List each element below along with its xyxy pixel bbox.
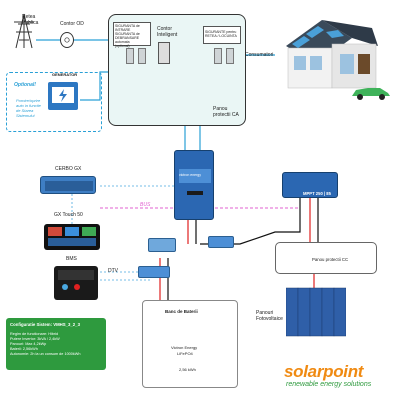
- config-line5: Autonomie: 2h la un consum de 1000kWh: [10, 352, 81, 356]
- inverter-device-icon: victron energy: [174, 150, 214, 220]
- generator-title: GENERATOR: [52, 72, 78, 77]
- dc-panel: Panou protectii CC: [275, 242, 377, 274]
- config-panel: Configuratie Sistem: VMHS_3_2_3 Regim de…: [6, 318, 106, 370]
- config-line3: Panouri: Max 4,2kWp: [10, 342, 47, 346]
- ac-panel-title-line2: protectii CA: [213, 112, 239, 118]
- dc-fuse-block: [148, 238, 176, 252]
- meter-label: Contor OD: [60, 21, 84, 27]
- meter-icon: [60, 32, 74, 48]
- dc-panel-label: Panou protectii CC: [312, 257, 349, 262]
- pv-label: Panouri Fotovoltaice: [256, 310, 283, 322]
- config-line4: Baterii: 2,56kWh: [10, 347, 38, 351]
- generator-frame: [6, 72, 102, 132]
- logo-name: solarpoint: [284, 362, 364, 381]
- generator-note-line1: Pornire/oprire: [16, 98, 41, 103]
- battery-capacity: 2,56 kWh: [179, 367, 196, 372]
- touch-label: GX Touch 50: [54, 212, 83, 218]
- breaker-home: SIGURANTE pentru RETEA / LOCUINTA: [203, 26, 241, 44]
- config-line1: Regim de functionare: Hibrid: [10, 332, 59, 336]
- generator-note-line3: de Starea: [16, 108, 34, 113]
- busbar-icon: [208, 236, 234, 248]
- breaker-disconnect-line1: SIGURANTA de: [115, 32, 140, 36]
- bus-label: BUS: [140, 202, 151, 208]
- cerbo-device-icon: [40, 176, 96, 194]
- grid-label-line1: Retea: [22, 14, 36, 20]
- mppt-device-icon: MPPT 250 | 85: [282, 172, 338, 198]
- generator-note-line2: auto in functie: [16, 103, 41, 108]
- generator-icon: [48, 82, 78, 110]
- generator-note-line4: Sistemului: [16, 113, 35, 118]
- inverter-brand: victron energy: [179, 173, 201, 177]
- touch-screen-icon: [44, 224, 100, 250]
- ac-panel-title-line1: Panou: [213, 106, 228, 112]
- consumers-label: Consumatori: [245, 52, 274, 58]
- breaker-input-line2: INTRARE: [115, 28, 131, 32]
- bms-label: BMS: [66, 256, 77, 262]
- breaker-home-line2: RETEA / LOCUINTA: [205, 34, 237, 38]
- breaker-disconnect-line2: DEBRANSARE: [115, 36, 140, 40]
- generator-optional-label: Optional!: [14, 82, 36, 88]
- ac-panel-title: Panou protectii CA: [213, 106, 239, 118]
- breaker-input-line1: SIGURANTA de: [115, 24, 140, 28]
- electric-car-icon: [350, 84, 392, 102]
- smart-meter-icon: [158, 42, 170, 64]
- battery-shunt: [138, 266, 170, 278]
- dtv-label: DTV: [108, 268, 118, 274]
- breaker-input: SIGURANTA de INTRARE SIGURANTA de DEBRAN…: [113, 22, 151, 48]
- logo-tagline: renewable energy solutions: [286, 381, 372, 388]
- config-title: Configuratie Sistem: VMHS_3_2_3: [10, 322, 80, 327]
- smart-meter-line2: Inteligent: [157, 32, 178, 38]
- breaker-home-line1: SIGURANTE pentru: [205, 30, 237, 34]
- breaker-disconnect-line4: (optional): [115, 44, 130, 48]
- battery-brand: Victron Energy: [171, 345, 198, 350]
- config-line2: Putere Invertor: 3kVA / 2,4kW: [10, 337, 60, 341]
- bms-device-icon: [54, 266, 98, 300]
- pv-label-line2: Fotovoltaice: [256, 316, 283, 322]
- grid-pylon-icon: [12, 12, 36, 50]
- battery-title: Banc de Baterii: [165, 309, 198, 314]
- breaker-switch-1: [126, 48, 134, 64]
- pv-panels-icon: [285, 284, 347, 340]
- pv-label-line1: Panouri: [256, 310, 274, 316]
- breaker-switch-4: [226, 48, 234, 64]
- cerbo-label: CERBO GX: [55, 166, 82, 172]
- battery-chemistry: LiFePO4: [177, 351, 193, 356]
- grid-label-line2: Publica: [22, 20, 39, 26]
- battery-bank: Banc de Baterii Victron Energy LiFePO4 2…: [142, 300, 238, 388]
- generator-note: Pornire/oprire auto in functie de Starea…: [16, 98, 41, 118]
- breaker-disconnect-line3: automata: [115, 40, 130, 44]
- breaker-switch-3: [214, 48, 222, 64]
- mppt-label: MPPT 250 | 85: [303, 191, 331, 196]
- breaker-switch-2: [138, 48, 146, 64]
- house-icon: [282, 8, 382, 98]
- grid-label: Retea Publica: [22, 14, 52, 26]
- smart-meter-label: Contor Inteligent: [157, 26, 177, 38]
- smart-meter-line1: Contor: [157, 26, 173, 32]
